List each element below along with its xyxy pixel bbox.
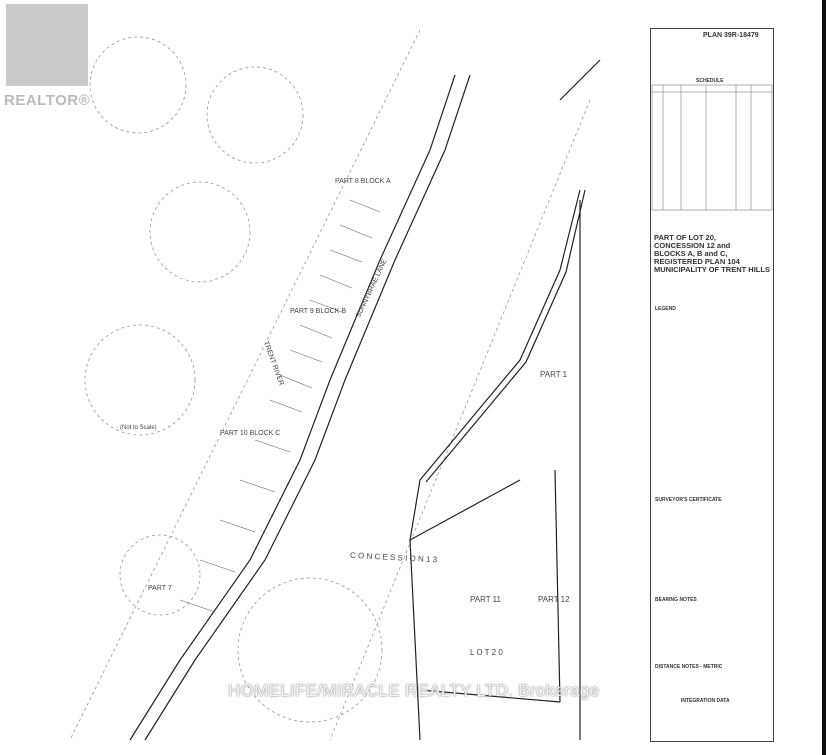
title-block: PLAN 39R-18479 SCHEDULE PART OF LOT 20, … [650, 28, 774, 742]
label-block-a: PART 8 BLOCK A [335, 178, 391, 185]
label-part-12: PART 12 [538, 595, 570, 604]
title-line: CONCESSION 12 and [654, 240, 731, 250]
brokerage-watermark: HOMELIFE/MIRACLE REALTY LTD. Brokerage [228, 681, 600, 700]
lane-boundary [144, 74, 471, 741]
detail-circle [89, 36, 187, 134]
label-not-to-scale: (Not to Scale) [120, 425, 157, 431]
title-line: BLOCKS A, B and C, [654, 248, 728, 258]
municipality: MUNICIPALITY OF TRENT HILLS [654, 264, 770, 274]
realtor-logo: REALTOR® [0, 0, 96, 112]
plan-title: PART OF LOT 20, CONCESSION 12 and BLOCKS… [654, 234, 770, 273]
label-part-1: PART 1 [540, 370, 568, 379]
integration-data: INTEGRATION DATA [681, 698, 730, 704]
label-block-c: PART 10 BLOCK C [220, 430, 281, 437]
title-line: PART OF LOT 20, [654, 233, 716, 242]
realtor-logo-mark [6, 4, 88, 86]
label-part-7: PART 7 [148, 585, 172, 592]
lot-line [409, 539, 421, 741]
detail-circle [84, 324, 196, 436]
bearing-notes: BEARING NOTES [655, 597, 697, 603]
lane-boundary [129, 74, 456, 741]
detail-circle [149, 181, 251, 283]
label-lot: L O T 2 0 [470, 648, 503, 657]
schedule-heading: SCHEDULE [696, 78, 724, 84]
legend-heading: LEGEND [655, 306, 676, 312]
distance-notes: DISTANCE NOTES - METRIC [655, 664, 723, 670]
label-part-11: PART 11 [470, 595, 501, 604]
river-lot-line [409, 189, 581, 541]
scan-edge [822, 0, 826, 755]
detail-circle [237, 577, 383, 723]
schedule-table [651, 84, 773, 211]
title-line: REGISTERED PLAN 104 [654, 256, 740, 266]
plan-number: PLAN 39R-18479 [703, 32, 759, 39]
label-block-b: PART 9 BLOCK B [290, 308, 347, 315]
detail-circle [119, 534, 201, 616]
detail-circle [206, 66, 304, 164]
surveyors-certificate: SURVEYOR'S CERTIFICATE [655, 497, 722, 503]
realtor-logo-text: REALTOR® [4, 92, 91, 109]
